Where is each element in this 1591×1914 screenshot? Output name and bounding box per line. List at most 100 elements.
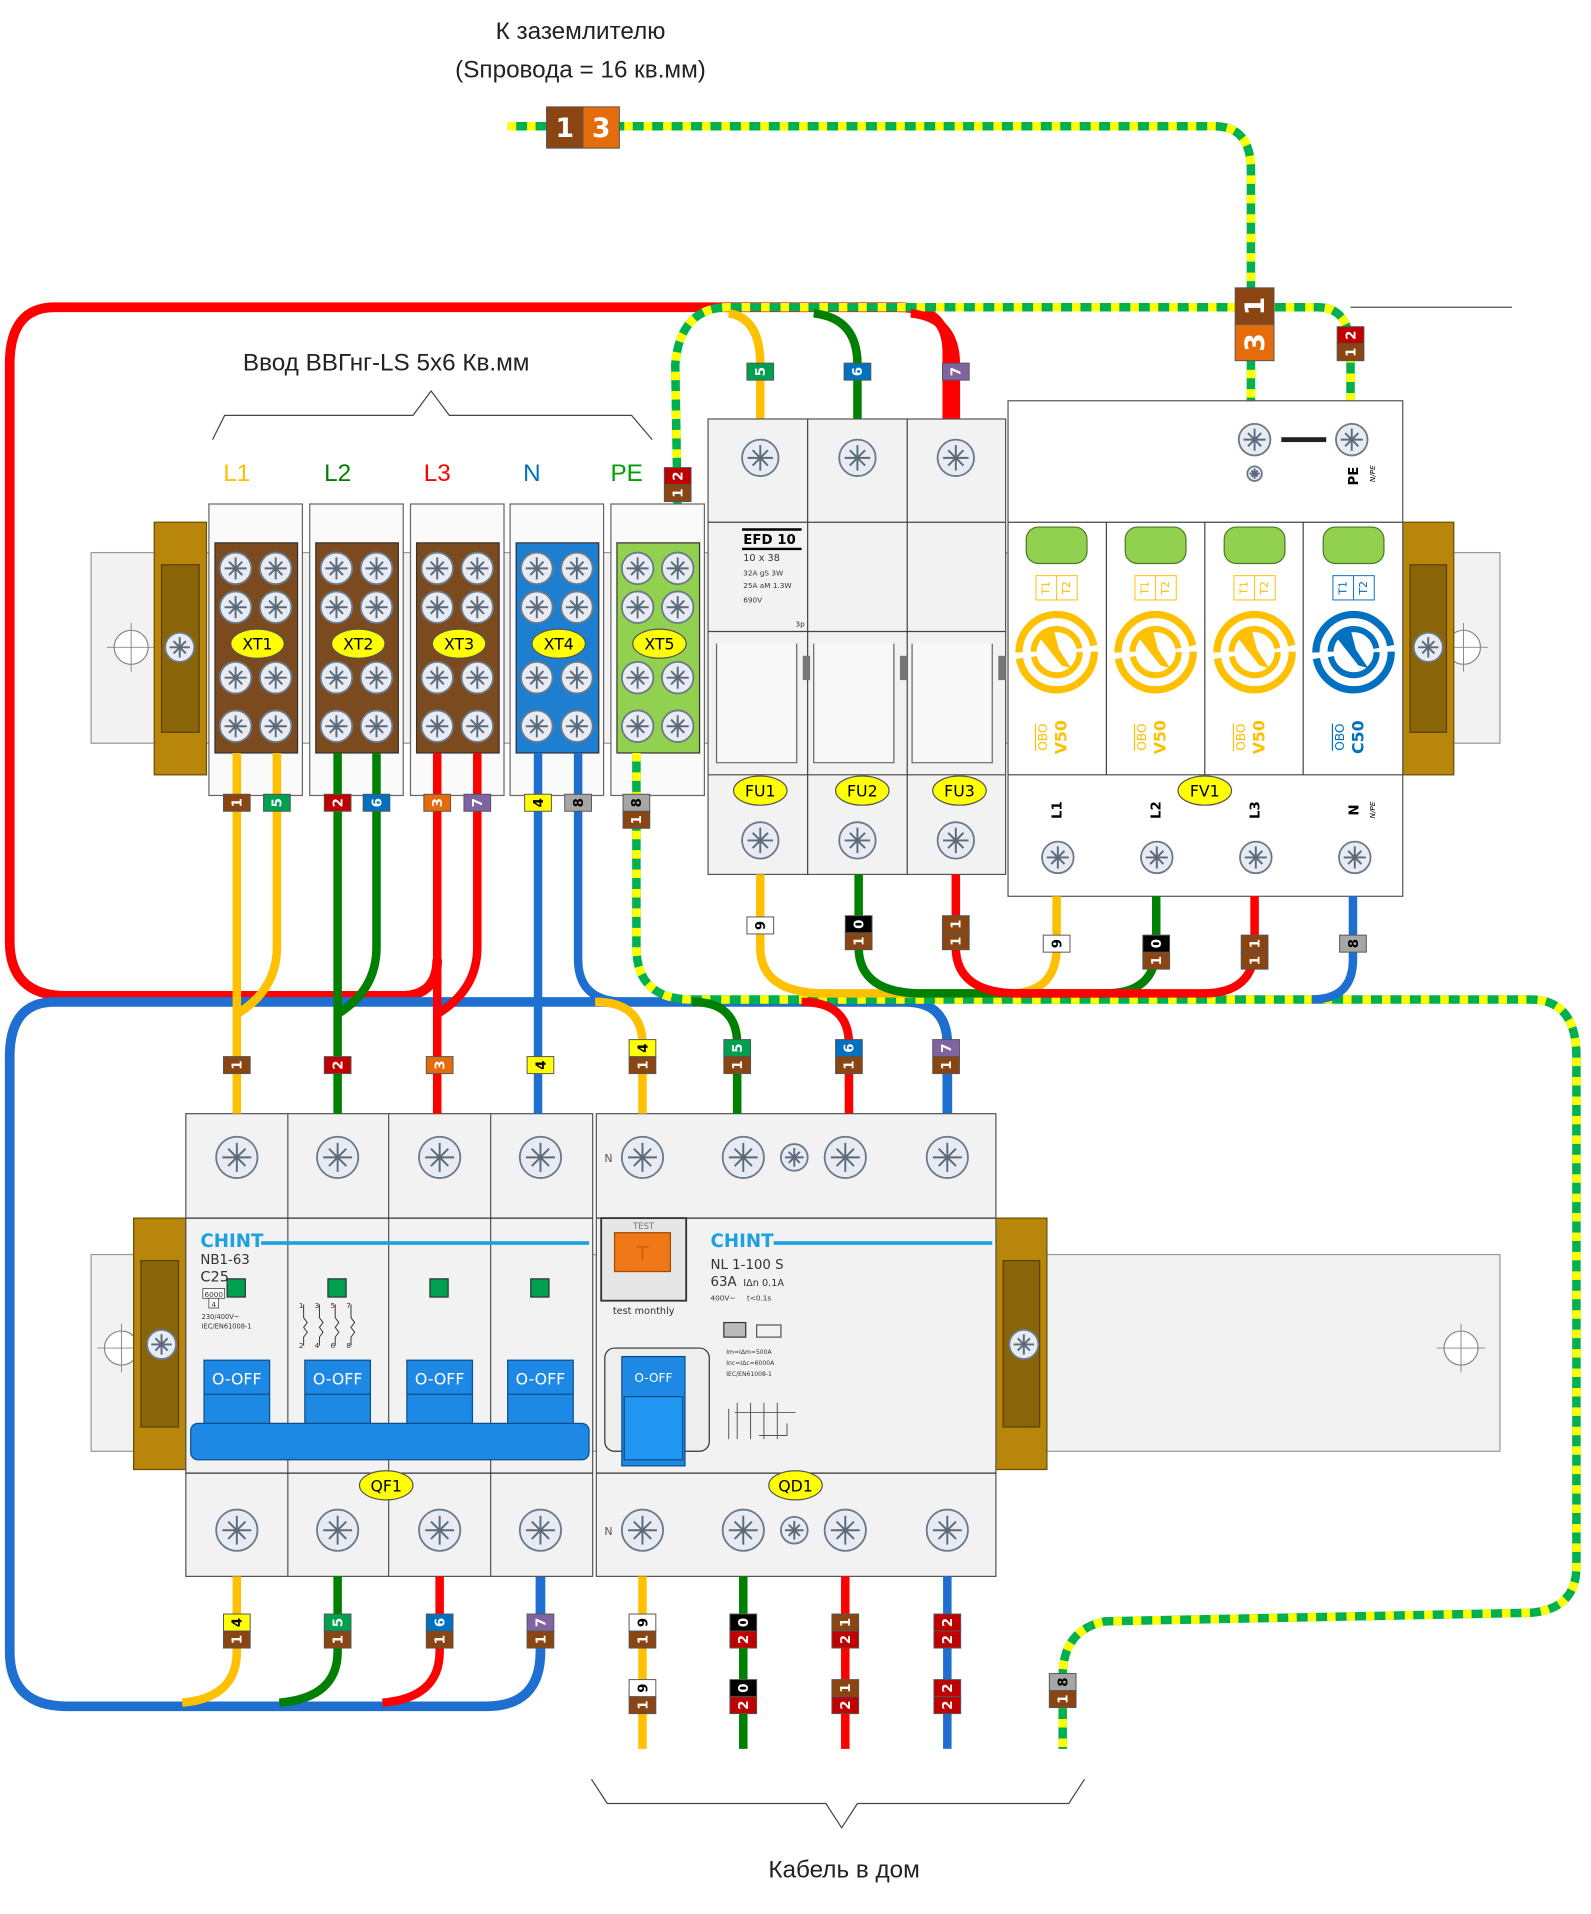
breaker-handle: O-OFF xyxy=(304,1359,372,1432)
breaker-designator: QF1 xyxy=(358,1470,414,1501)
lightning-icon xyxy=(1039,631,1072,668)
end-clamp xyxy=(132,1217,187,1471)
marker-segment xyxy=(1048,1673,1077,1692)
screw-slot xyxy=(932,1515,962,1545)
handle-body xyxy=(304,1359,372,1432)
designator-badge xyxy=(732,775,788,806)
surge-symbol-inner xyxy=(1129,626,1182,679)
screw-slot xyxy=(844,445,871,471)
spd-brand: OBO xyxy=(1036,724,1050,751)
spd-terminal-label: N xyxy=(1347,804,1362,815)
designator-badge xyxy=(834,775,890,806)
marker-segment xyxy=(933,1679,962,1698)
wire-marker: 16 xyxy=(425,1613,454,1649)
pole-number: 3 xyxy=(315,1301,320,1310)
fuse-carrier xyxy=(911,643,993,764)
marker-digit: 1 xyxy=(950,920,965,929)
screw-icon xyxy=(258,709,293,743)
screw-slot xyxy=(565,666,588,689)
surge-symbol-icon xyxy=(1312,610,1395,694)
screw-slot xyxy=(728,1142,758,1172)
contact-symbol xyxy=(334,1304,340,1346)
marker-digit: 3 xyxy=(431,798,446,807)
rcd-im: Im=IΔm=500A xyxy=(726,1349,772,1356)
marker-digit: 3 xyxy=(433,1060,448,1069)
marker-digit: 1 xyxy=(331,1635,346,1644)
designator-badge xyxy=(531,628,586,659)
marker-segment xyxy=(628,1613,657,1632)
screw-icon xyxy=(721,1508,765,1552)
screw-icon xyxy=(560,590,594,624)
designator-text: FV1 xyxy=(1190,782,1220,801)
wire-marker: 22 xyxy=(933,1679,962,1715)
designator-badge xyxy=(358,1470,414,1501)
pole-number: 1 xyxy=(299,1301,304,1310)
screw-icon xyxy=(460,709,494,743)
wire-marker: 15 xyxy=(723,1039,752,1075)
screw-icon xyxy=(823,1135,867,1179)
marker-digit: 1 xyxy=(636,1060,651,1069)
marker-digit: 2 xyxy=(941,1683,956,1692)
designator-badge xyxy=(932,775,987,806)
marker-digit: 1 xyxy=(1240,297,1271,316)
screw-icon xyxy=(925,1135,969,1179)
marker-segment xyxy=(323,1613,352,1632)
breaker-curve: C25 xyxy=(200,1268,229,1285)
screw-icon xyxy=(780,1143,809,1172)
pole-number: 6 xyxy=(330,1341,335,1350)
wire-marker: 2 xyxy=(323,793,352,812)
pe-link-bar xyxy=(1281,437,1327,443)
screw-slot xyxy=(525,715,548,738)
earth-conductor-size: (Sпровода = 16 кв.мм) xyxy=(455,57,706,84)
spd-brand: OBO xyxy=(1135,724,1149,751)
terminal-designator: XT1 xyxy=(230,628,285,659)
marker-segment xyxy=(729,1679,758,1698)
pe-wire-stripes xyxy=(632,752,1581,1749)
marker-digit: 1 xyxy=(940,1060,955,1069)
fuse-latch xyxy=(802,655,811,681)
designator-badge xyxy=(768,1470,823,1501)
screw-icon xyxy=(925,1508,969,1552)
marker-digit: 1 xyxy=(839,1683,854,1692)
designator-text: XT5 xyxy=(644,635,674,654)
wire-7-out xyxy=(434,752,482,1018)
screw-slot xyxy=(1243,428,1266,451)
marker-digit: 1 xyxy=(555,113,574,144)
marker-segment xyxy=(933,1613,962,1632)
wire-marker: 6 xyxy=(362,793,391,812)
designator-text: FU3 xyxy=(944,782,975,801)
screw-slot xyxy=(626,557,649,580)
screw-slot xyxy=(466,715,489,738)
spd-model: V50 xyxy=(1150,720,1169,754)
designator-text: QF1 xyxy=(370,1476,402,1495)
rcd-voltage: 400V~ xyxy=(710,1294,735,1303)
fuse-carrier xyxy=(813,643,895,764)
wire-marker: 11 xyxy=(1240,934,1269,970)
screw-icon xyxy=(316,1135,360,1179)
wire-marker: 5 xyxy=(746,362,775,381)
npe-label: N/PE xyxy=(1368,465,1377,482)
marker-segment xyxy=(1339,934,1367,953)
marker-digit: 2 xyxy=(737,1635,752,1644)
output-brace xyxy=(590,1778,1086,1829)
screw-slot xyxy=(224,557,247,580)
screw-icon xyxy=(936,821,975,860)
marker-segment xyxy=(1240,934,1269,953)
marker-segment xyxy=(941,362,970,381)
rcd-handle[interactable]: O-OFF xyxy=(604,1347,710,1467)
wire-15-out xyxy=(278,1576,342,1707)
marker-segment xyxy=(1234,323,1275,362)
marker-digit: 2 xyxy=(331,1060,346,1069)
screw-slot xyxy=(426,666,449,689)
marker-segment xyxy=(941,915,970,934)
handle-label: O-OFF xyxy=(516,1369,566,1388)
screw-slot xyxy=(264,596,287,619)
conductor-label: L1 xyxy=(223,460,250,487)
screw-slot xyxy=(526,1515,555,1545)
screw-icon xyxy=(560,551,594,586)
marker-digit: 9 xyxy=(636,1618,651,1627)
fuse-latch xyxy=(998,655,1006,681)
wire-marker: 9 xyxy=(1042,934,1071,953)
